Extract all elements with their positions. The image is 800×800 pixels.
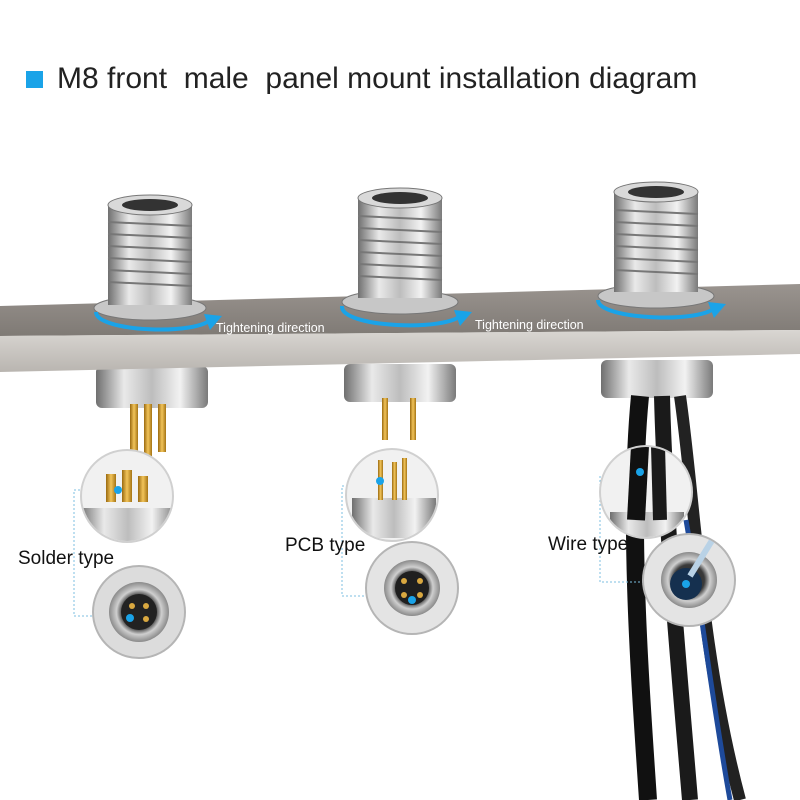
- tightening-arrow-2: [340, 305, 472, 328]
- pcb-face-closeup: [365, 541, 459, 635]
- pcb-type-label: PCB type: [285, 535, 366, 556]
- title-text: M8 front male panel mount installation d…: [57, 62, 698, 95]
- solder-top-closeup: [80, 449, 174, 543]
- connector-upper-3: [597, 181, 715, 309]
- wire-top-closeup: [599, 445, 693, 539]
- connector-upper-2: [341, 187, 459, 315]
- tightening-arrow-3: [596, 299, 726, 320]
- solder-type-label: Solder type: [18, 548, 115, 569]
- title-bullet-icon: [26, 70, 43, 88]
- pcb-top-closeup: [345, 448, 439, 542]
- connector-upper-1: [93, 194, 207, 321]
- solder-face-closeup: [92, 565, 186, 659]
- tightening-arrow-1: [94, 311, 222, 332]
- wire-type-label: Wire type: [548, 534, 629, 555]
- tightening-direction-label-1: Tightening direction: [216, 321, 325, 335]
- connector-body-lower-1: [96, 366, 208, 456]
- connector-body-lower-2: [344, 364, 456, 440]
- page-title: M8 front male panel mount installation d…: [26, 62, 697, 96]
- connector-body-lower-3: [601, 360, 713, 398]
- wire-face-closeup: [642, 533, 736, 627]
- tightening-direction-label-2: Tightening direction: [475, 318, 584, 332]
